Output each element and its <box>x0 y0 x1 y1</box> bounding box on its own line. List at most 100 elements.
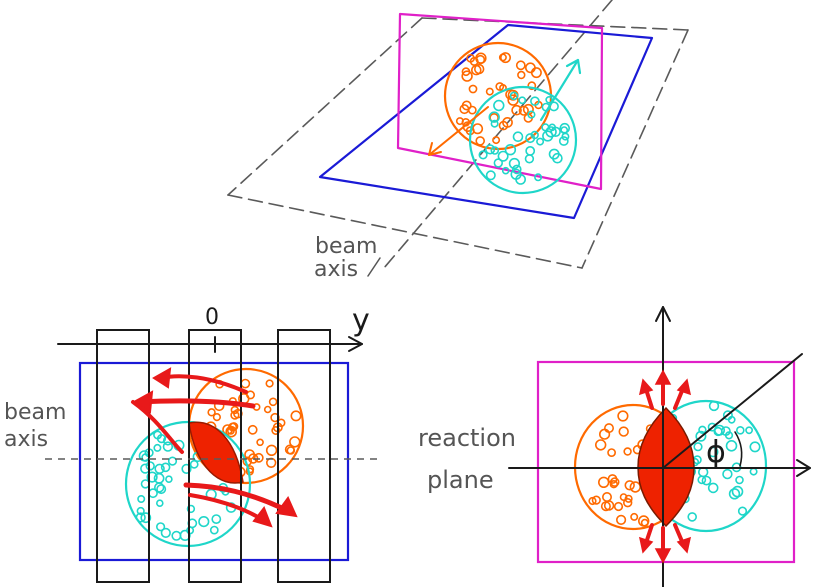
nucleon-dot <box>135 512 146 523</box>
nucleon-dot <box>509 91 519 101</box>
nucleon-dot <box>515 173 526 185</box>
nucleon-dot <box>601 491 612 502</box>
reaction-plane-frame <box>536 360 796 564</box>
nucleon-dot <box>478 150 488 160</box>
top-3d-view: beam axis <box>227 0 689 282</box>
nucleon-dot <box>198 515 210 528</box>
nucleon-dot <box>594 439 607 451</box>
phi-direction-line <box>662 353 803 469</box>
nucleon-dot <box>607 448 616 457</box>
nucleon-dot <box>160 462 171 473</box>
nucleon-dot <box>504 144 517 156</box>
nucleon-dot <box>171 530 182 541</box>
y-axis-label: y <box>352 303 370 338</box>
overlap-region-left <box>188 421 244 484</box>
nucleon-dot <box>212 413 221 422</box>
nucleon-dot <box>490 119 499 128</box>
nucleon-dot <box>181 463 192 475</box>
beam-label-left-line1: beam <box>4 400 66 425</box>
nucleon-dot <box>474 63 485 75</box>
nucleon-dot <box>230 410 240 420</box>
nucleon-dot <box>624 494 633 503</box>
nucleon-dot <box>728 488 741 500</box>
nucleon-dot <box>613 501 624 512</box>
nucleon-dot <box>530 67 542 79</box>
nucleon-dot <box>148 488 158 499</box>
nucleon-dot <box>507 94 519 106</box>
nucleon-dot <box>244 449 255 460</box>
nucleus-a-top <box>443 41 553 151</box>
nucleon-dot <box>468 84 478 94</box>
nucleon-dot <box>475 54 486 65</box>
nucleon-dot <box>146 471 158 483</box>
nucleon-dot <box>722 410 733 421</box>
nucleon-dot <box>536 137 545 146</box>
nucleon-dot <box>598 428 611 440</box>
nucleon-dot <box>603 500 615 511</box>
nucleon-dot <box>619 493 628 501</box>
nucleon-dot <box>615 514 627 526</box>
y-axis <box>57 336 363 353</box>
nucleon-dot <box>530 130 539 140</box>
nucleon-dot <box>156 522 166 532</box>
nucleon-dot <box>511 104 522 116</box>
nucleon-dot <box>622 498 633 508</box>
nucleon-dot <box>512 131 524 142</box>
nucleon-dot <box>525 145 536 156</box>
nucleon-dot <box>698 425 707 434</box>
nucleon-dot <box>289 436 301 448</box>
nucleon-dot <box>695 430 707 442</box>
right-reaction-plane-view: ϕ reaction plane <box>418 306 811 587</box>
nucleon-dot <box>722 468 733 480</box>
nucleon-dot <box>640 518 649 527</box>
nucleon-dot <box>735 475 744 485</box>
nucleon-dot <box>290 410 302 422</box>
nucleon-dot <box>268 397 278 407</box>
nucleon-dot <box>156 499 164 508</box>
nucleon-dot <box>515 60 526 71</box>
reaction-label-line2: plane <box>427 466 494 494</box>
nucleon-dot <box>485 170 496 181</box>
nucleon-dot <box>153 443 162 452</box>
nucleon-dot <box>508 157 521 170</box>
nucleon-dot <box>485 87 494 96</box>
nucleon-dot <box>253 452 264 463</box>
nucleon-dot <box>527 81 537 91</box>
nucleon-dot <box>160 527 171 539</box>
nucleon-dot <box>493 99 505 112</box>
nucleon-dot <box>693 442 703 452</box>
beam-axis-label-top: beam axis <box>314 234 381 282</box>
nucleon-dot <box>617 410 629 422</box>
nucleon-dot <box>167 456 178 466</box>
nucleon-dot <box>140 512 152 524</box>
nucleon-dot <box>499 52 511 64</box>
nucleon-dot <box>488 111 500 123</box>
nucleon-dot <box>527 110 536 119</box>
nucleon-dot <box>707 482 719 494</box>
nucleon-dot <box>545 126 557 138</box>
nucleon-dot <box>530 96 540 106</box>
nucleon-dot <box>271 425 281 435</box>
nucleon-dot <box>697 475 707 485</box>
nucleus-b-direction-arrow <box>539 58 582 122</box>
nucleon-dot <box>145 461 155 471</box>
detector-strips <box>96 329 331 583</box>
nucleon-dot <box>230 405 240 415</box>
nucleon-dot <box>731 485 744 498</box>
dashed-plane-outline <box>227 0 689 269</box>
nucleon-dot <box>467 105 477 115</box>
nucleon-dot <box>498 53 507 62</box>
nucleon-dot <box>724 431 734 440</box>
nucleon-dot <box>498 120 509 131</box>
nucleon-dot <box>165 475 173 484</box>
nucleon-dot <box>490 146 500 155</box>
nucleon-dot <box>630 512 639 521</box>
nucleon-dot <box>211 514 222 524</box>
nucleon-dot <box>745 426 753 435</box>
nucleon-dot <box>558 136 569 146</box>
nucleon-dot <box>505 89 516 100</box>
phi-arc <box>734 431 743 467</box>
nucleon-dot <box>591 495 601 505</box>
nucleon-dot <box>550 126 561 138</box>
transverse-plane-frame <box>78 361 350 562</box>
